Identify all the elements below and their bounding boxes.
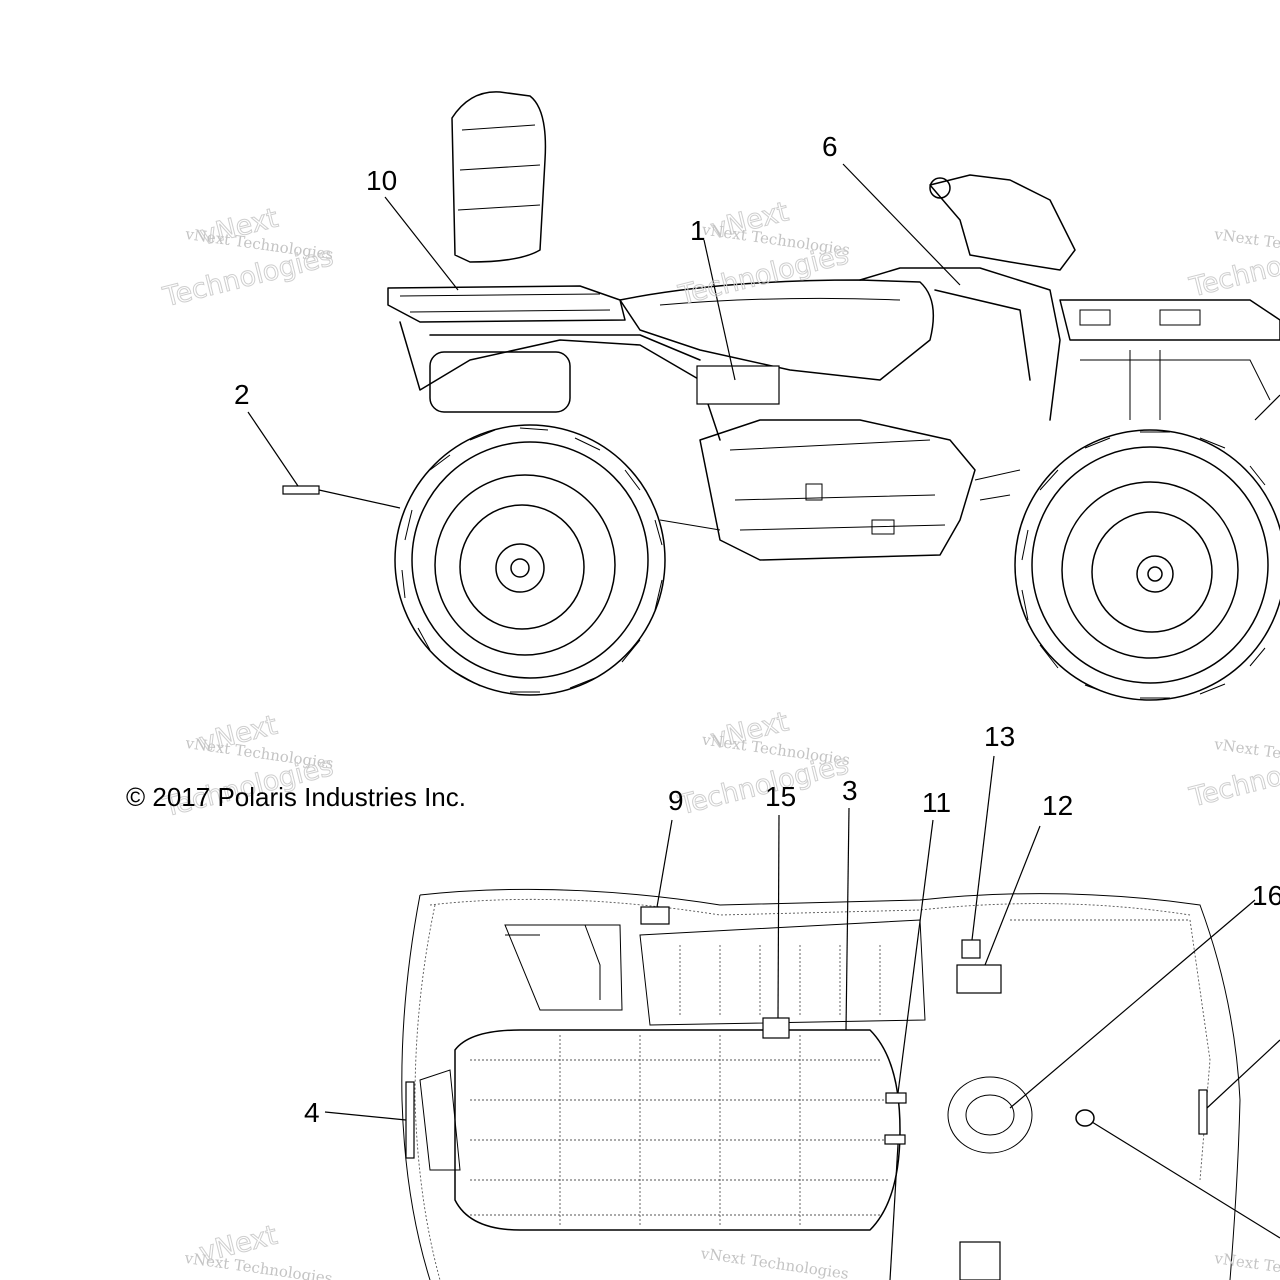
callout-15: 15	[765, 781, 796, 812]
watermark-text: Technologies	[675, 239, 852, 311]
callout-4: 4	[304, 1097, 320, 1128]
callout-3: 3	[842, 775, 858, 806]
watermark-text: vNext Technologies	[1212, 1249, 1280, 1280]
watermark-text: Technologies	[675, 749, 852, 821]
callout-6: 6	[822, 131, 838, 162]
atv-side-view	[247, 91, 1280, 701]
watermark-text: vNext Technologies	[699, 1244, 850, 1280]
callout-13: 13	[984, 721, 1015, 752]
callout-10: 10	[366, 165, 397, 196]
watermark-group: vNext vNext Technologies Technologies vN…	[159, 196, 1280, 1280]
watermark-text: Technologies	[160, 241, 337, 313]
atv-top-view	[324, 755, 1280, 1280]
callout-1: 1	[690, 215, 706, 246]
callout-11: 11	[922, 787, 951, 818]
callout-16: 16	[1252, 880, 1280, 911]
callout-2: 2	[234, 379, 250, 410]
front-wheel	[1014, 429, 1280, 701]
rear-wheel	[394, 424, 666, 696]
callout-9: 9	[668, 785, 684, 816]
callout-labels: 1 2 3 4 6 9 10 11 12 13 15 16	[234, 131, 1280, 1128]
callout-12: 12	[1042, 790, 1073, 821]
copyright-text: © 2017 Polaris Industries Inc.	[126, 782, 466, 812]
